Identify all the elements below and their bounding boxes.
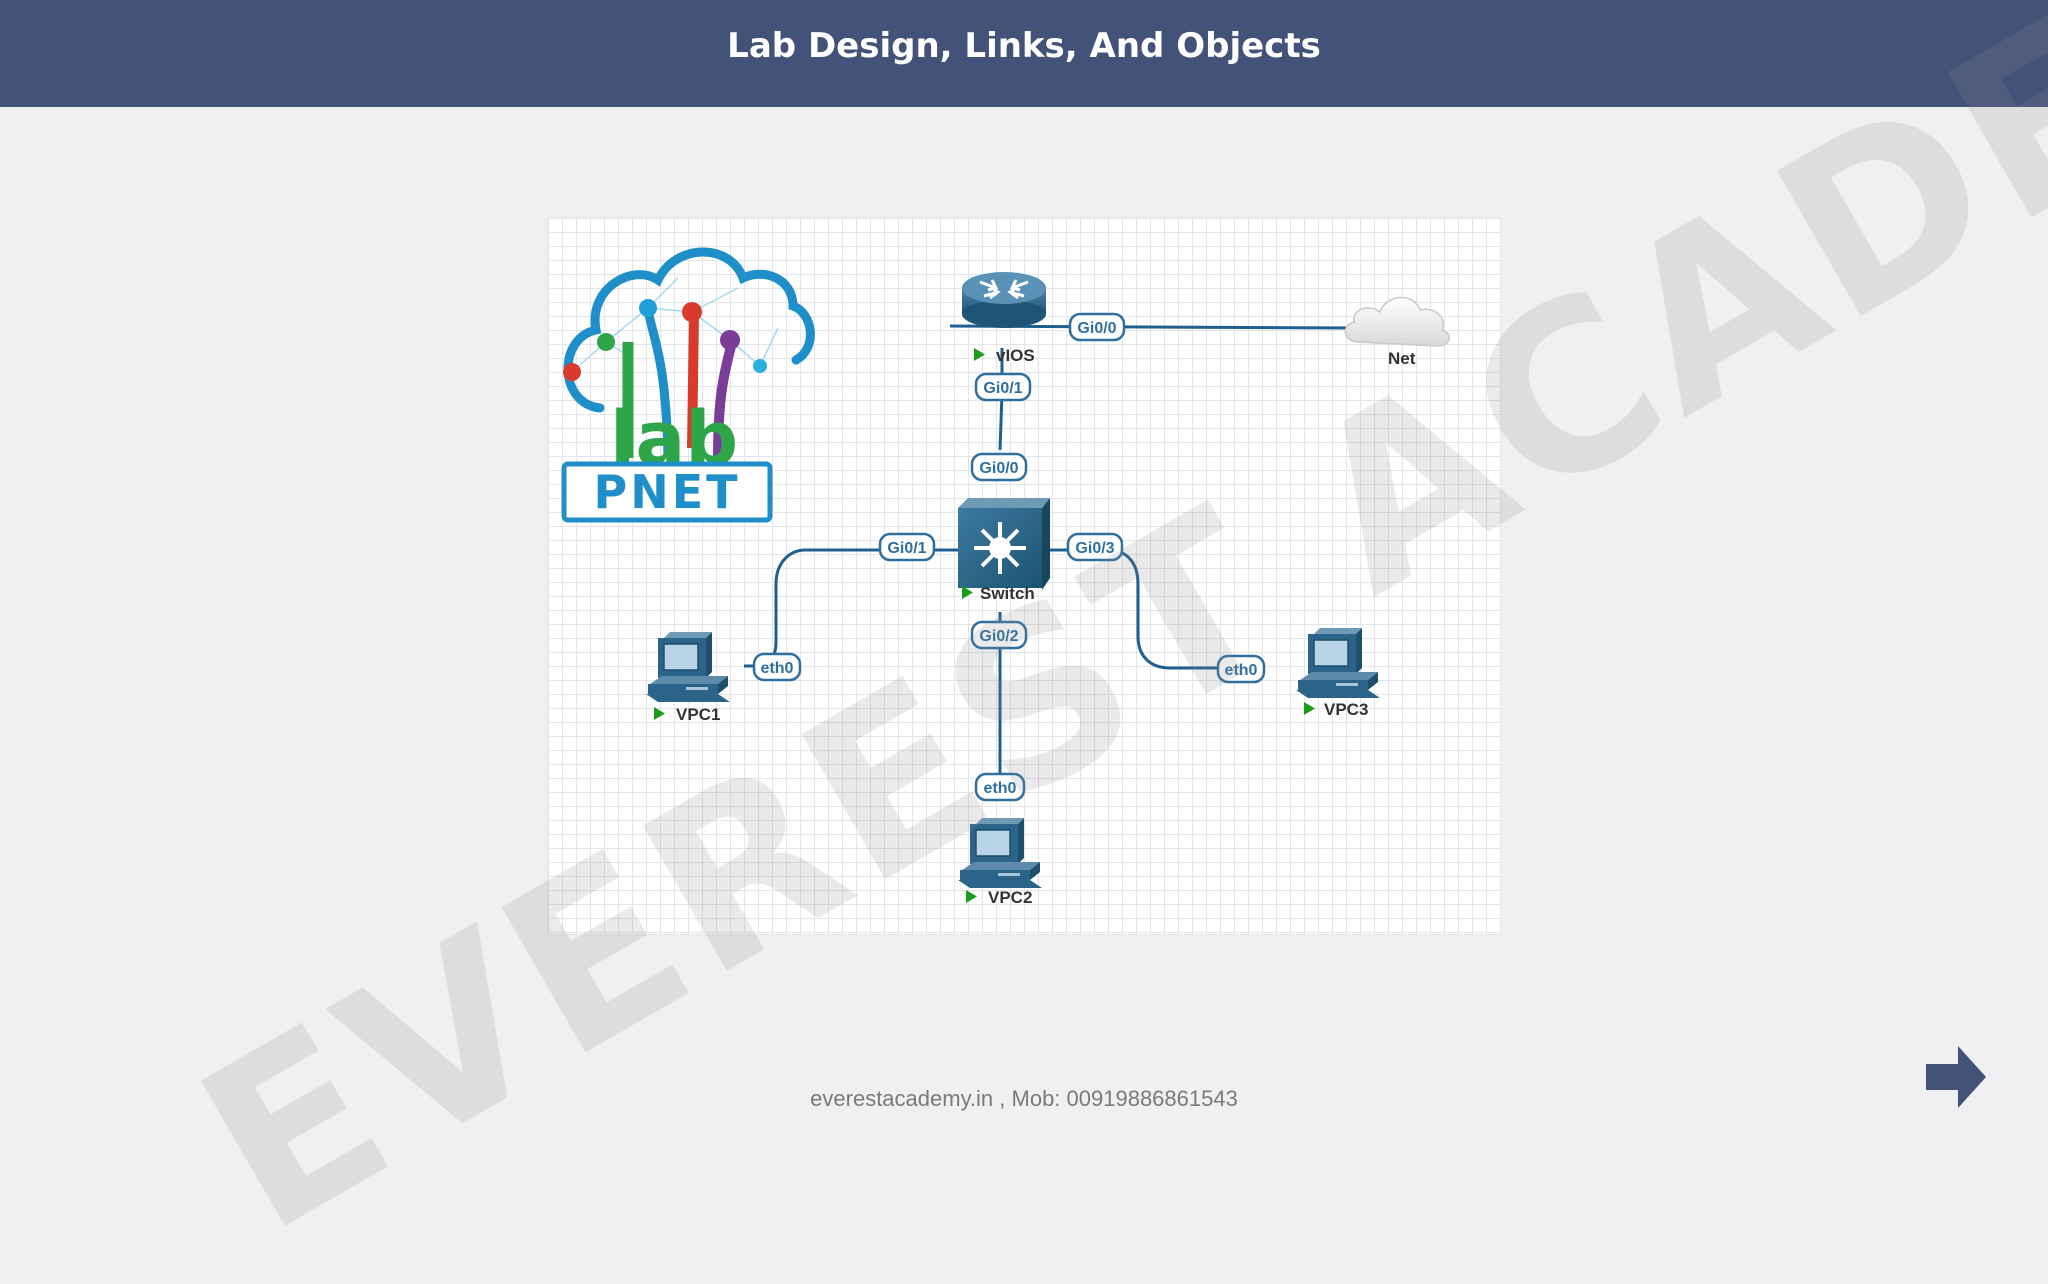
port-switch-gi02: Gi0/2 bbox=[970, 620, 1028, 650]
svg-text:eth0: eth0 bbox=[984, 780, 1017, 797]
link-vios-switch-b bbox=[998, 392, 1004, 451]
node-label-vpc2: VPC2 bbox=[988, 888, 1032, 907]
svg-text:Gi0/2: Gi0/2 bbox=[979, 628, 1018, 645]
svg-text:eth0: eth0 bbox=[761, 660, 794, 677]
next-slide-button[interactable] bbox=[1926, 1046, 1986, 1108]
logo-pnet-word: PNET bbox=[593, 465, 740, 519]
vpc3-pc-icon[interactable] bbox=[1295, 627, 1381, 699]
vpc2-play-icon bbox=[966, 890, 977, 903]
port-vios-gi01: Gi0/1 bbox=[974, 372, 1032, 402]
vpc1-pc-icon[interactable] bbox=[645, 631, 731, 703]
slide-header: Lab Design, Links, And Objects bbox=[0, 0, 2048, 107]
router-icon bbox=[979, 279, 1029, 300]
vpc1-play-icon bbox=[654, 707, 665, 720]
svg-text:Gi0/1: Gi0/1 bbox=[887, 540, 926, 557]
port-vios-gi00: Gi0/0 bbox=[1068, 312, 1126, 342]
svg-text:Gi0/0: Gi0/0 bbox=[979, 460, 1018, 477]
pnet-logo: lab PNET bbox=[561, 247, 815, 523]
link-switch-vpc1 bbox=[744, 548, 962, 668]
port-vpc3-eth0: eth0 bbox=[1216, 654, 1266, 684]
svg-text:eth0: eth0 bbox=[1225, 662, 1258, 679]
node-label-switch: Switch bbox=[980, 584, 1035, 603]
lab-canvas: lab PNET vIOS Ne bbox=[548, 218, 1500, 934]
node-label-vpc3: VPC3 bbox=[1324, 700, 1368, 719]
vpc3-play-icon bbox=[1304, 702, 1315, 715]
link-switch-vpc3 bbox=[1048, 548, 1260, 670]
port-vpc2-eth0: eth0 bbox=[974, 772, 1026, 802]
footer-contact: everestacademy.in , Mob: 00919886861543 bbox=[810, 1086, 1238, 1111]
node-label-net: Net bbox=[1388, 349, 1416, 368]
port-vpc1-eth0: eth0 bbox=[752, 652, 802, 682]
router-vios[interactable] bbox=[962, 272, 1046, 328]
svg-text:Gi0/1: Gi0/1 bbox=[983, 380, 1022, 397]
vios-play-icon bbox=[974, 348, 985, 361]
switch-node[interactable] bbox=[958, 498, 1050, 590]
cloud-net[interactable] bbox=[1344, 296, 1450, 347]
svg-text:Gi0/0: Gi0/0 bbox=[1077, 320, 1116, 337]
right-arrow-icon bbox=[1926, 1046, 1986, 1108]
slide-title: Lab Design, Links, And Objects bbox=[727, 26, 1321, 66]
node-label-vios: vIOS bbox=[996, 346, 1035, 365]
topology-diagram: lab PNET vIOS Ne bbox=[561, 247, 1450, 907]
cloud-icon bbox=[1344, 296, 1450, 347]
vpc2-pc-icon[interactable] bbox=[957, 817, 1043, 889]
port-switch-gi03: Gi0/3 bbox=[1066, 532, 1124, 562]
node-label-vpc1: VPC1 bbox=[676, 705, 720, 724]
port-switch-gi00: Gi0/0 bbox=[970, 452, 1028, 482]
port-switch-gi01: Gi0/1 bbox=[878, 532, 936, 562]
svg-text:Gi0/3: Gi0/3 bbox=[1075, 540, 1114, 557]
